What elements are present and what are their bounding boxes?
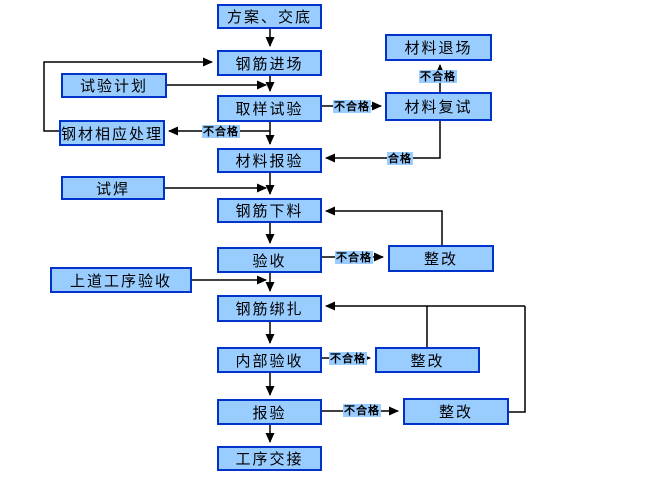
node-material-retest: 材料复试	[385, 92, 492, 121]
edge-label-internal-to-rectify: 不合格	[329, 352, 367, 365]
edge-label-retest-to-report: 合格	[387, 152, 413, 165]
node-rebar-entry: 钢筋进场	[217, 50, 322, 76]
node-acceptance: 验收	[217, 247, 322, 273]
node-trial-weld: 试焊	[61, 176, 165, 200]
node-process-handover: 工序交接	[217, 446, 322, 471]
edge-label-sampling-to-handling: 不合格	[202, 125, 240, 138]
node-rectify-3: 整改	[403, 398, 509, 425]
node-material-report: 材料报验	[217, 148, 322, 173]
edge-label-report-to-rectify: 不合格	[343, 404, 381, 417]
edge-label-sampling-to-retest: 不合格	[333, 100, 371, 113]
node-test-plan: 试验计划	[61, 73, 167, 98]
node-rebar-binding: 钢筋绑扎	[217, 295, 322, 322]
node-internal-acceptance: 内部验收	[217, 347, 322, 373]
node-steel-handling: 钢材相应处理	[59, 120, 165, 146]
node-plan-disclosure: 方案、交底	[217, 4, 322, 29]
node-inspection-report: 报验	[217, 399, 322, 425]
node-prev-process-acceptance: 上道工序验收	[50, 267, 192, 293]
node-rectify-1: 整改	[388, 245, 494, 272]
edge-label-retest-to-exit: 不合格	[419, 70, 457, 83]
node-material-exit: 材料退场	[385, 34, 492, 61]
edge-label-acceptance-to-rectify: 不合格	[335, 251, 373, 264]
node-rebar-cutting: 钢筋下料	[217, 198, 322, 223]
node-rectify-2: 整改	[375, 347, 480, 373]
node-sampling-test: 取样试验	[217, 95, 322, 122]
